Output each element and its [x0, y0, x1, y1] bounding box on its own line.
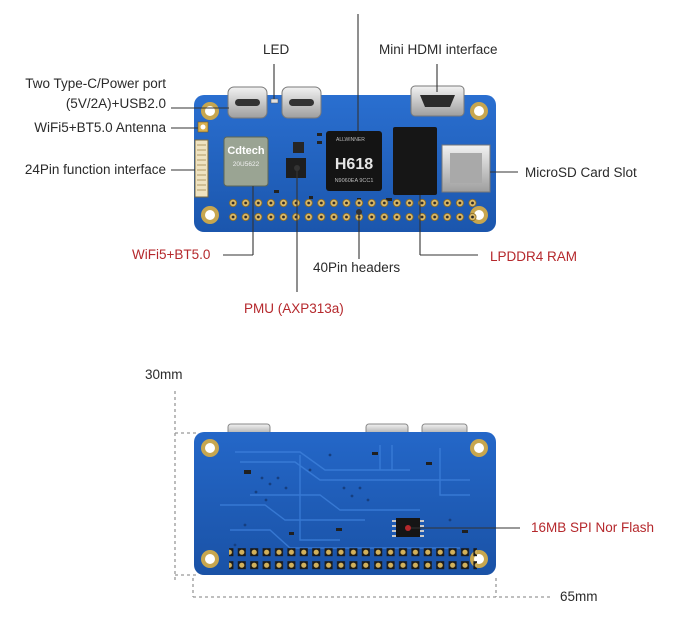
mini-hdmi-port	[410, 85, 465, 117]
wifi-module: Cdtech 20U5622	[223, 136, 269, 187]
label-power-line1: Two Type-C/Power port	[25, 76, 166, 91]
flash-callout	[405, 525, 520, 531]
antenna-connector	[197, 121, 209, 133]
soc-name-mark: H618	[335, 156, 373, 173]
led	[270, 98, 279, 104]
label-power-line2: (5V/2A)+USB2.0	[65, 96, 166, 111]
label-led: LED	[263, 42, 290, 57]
label-antenna: WiFi5+BT5.0 Antenna	[34, 120, 166, 135]
label-spi-flash: 16MB SPI Nor Flash	[531, 520, 655, 535]
board-bottom-view	[194, 423, 496, 575]
type-c-port-2	[281, 86, 322, 119]
top-callout-lines	[171, 14, 518, 292]
label-24pin-function: 24Pin function interface	[24, 162, 166, 177]
label-pmu: PMU (AXP313a)	[244, 301, 344, 316]
label-microsd: MicroSD Card Slot	[525, 165, 637, 180]
label-wifi-module: WiFi5+BT5.0	[132, 247, 211, 262]
soc-code-mark: N9060EA 9CC1	[335, 178, 374, 184]
40pin-headers	[227, 198, 479, 226]
soc-h618: ALLWINNER H618 N9060EA 9CC1	[326, 131, 382, 191]
board-top-view: Cdtech 20U5622 ALLWINNER H618 N9060EA 9C…	[194, 85, 496, 232]
wifi-model-mark: 20U5622	[233, 161, 260, 168]
fpc-24pin-connector	[194, 139, 209, 198]
pcb-bottom	[194, 432, 496, 575]
label-width-65mm: 65mm	[560, 589, 598, 604]
lpddr4-ram-chip	[393, 127, 437, 195]
top-callout-dots	[294, 165, 362, 215]
label-height-30mm: 30mm	[145, 367, 183, 382]
label-40pin-headers: 40Pin headers	[313, 260, 401, 275]
dimension-lines	[174, 391, 552, 598]
small-chip	[293, 142, 304, 153]
type-c-port-1	[227, 86, 268, 119]
wifi-brand-mark: Cdtech	[227, 145, 265, 157]
label-lpddr4-ram: LPDDR4 RAM	[490, 249, 578, 264]
microsd-slot	[441, 144, 491, 193]
soc-brand-mark: ALLWINNER	[336, 137, 365, 143]
label-mini-hdmi: Mini HDMI interface	[379, 42, 498, 57]
40pin-headers-bottom	[229, 546, 477, 572]
